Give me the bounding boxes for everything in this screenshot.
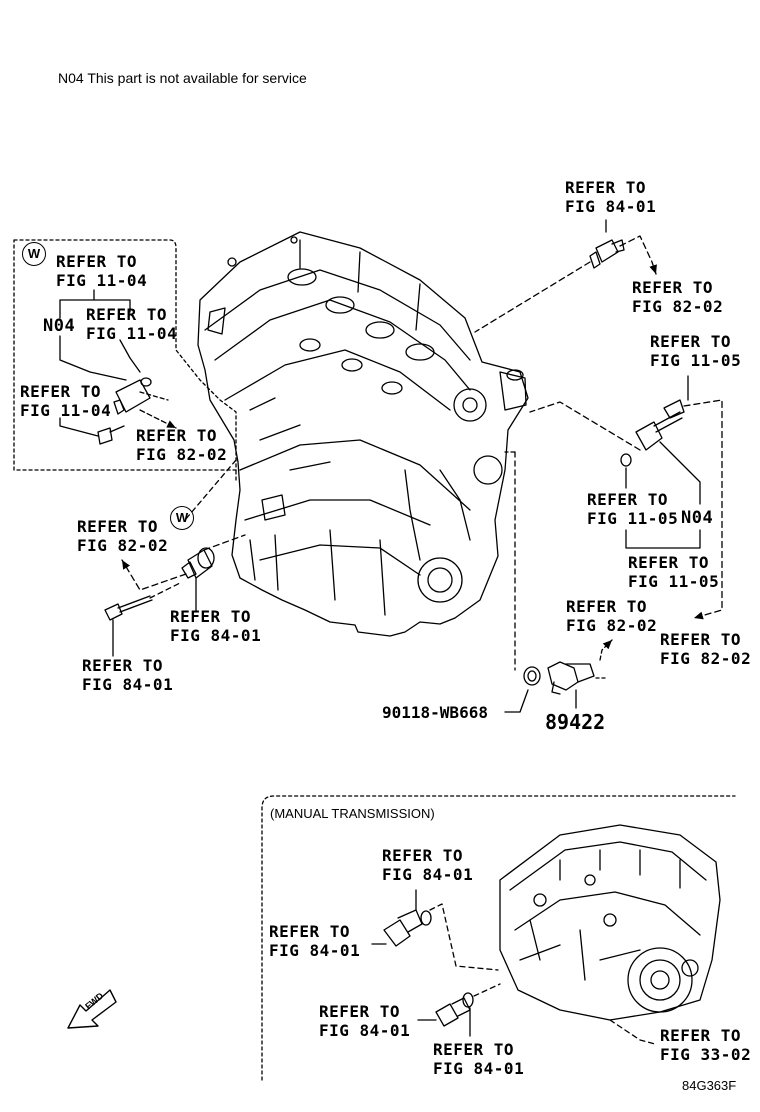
diagram-code: 84G363F: [682, 1078, 737, 1093]
w-symbol-icon: W: [22, 242, 46, 266]
callout-prefix: REFER TO: [382, 846, 464, 865]
callout-right-11-05-low[interactable]: REFER TO FIG 11-05: [628, 553, 719, 591]
callout-prefix: REFER TO: [433, 1040, 515, 1059]
callout-fig: FIG 11-04: [20, 401, 112, 420]
mt-backup-lamp-switch: [435, 992, 474, 1027]
callout-left-82-02-mid[interactable]: REFER TO FIG 82-02: [77, 517, 168, 555]
callout-mt-84-01-top[interactable]: REFER TO FIG 84-01: [382, 846, 473, 884]
callout-prefix: REFER TO: [86, 305, 168, 324]
callout-fig: FIG 82-02: [77, 536, 169, 555]
callout-fig: FIG 84-01: [565, 197, 657, 216]
callout-right-11-05-top[interactable]: REFER TO FIG 11-05: [650, 332, 741, 370]
w-symbol-icon: W: [170, 506, 194, 530]
callout-prefix: REFER TO: [650, 332, 732, 351]
callout-prefix: REFER TO: [628, 553, 710, 572]
manual-transmission-case: [499, 824, 721, 1045]
callout-prefix: REFER TO: [269, 922, 351, 941]
n04-label-right: N04: [681, 508, 714, 528]
callout-fig: FIG 84-01: [382, 865, 474, 884]
callout-prefix: REFER TO: [566, 597, 648, 616]
callout-mt-84-01-bottom-center[interactable]: REFER TO FIG 84-01: [433, 1040, 524, 1078]
callout-center-84-01[interactable]: REFER TO FIG 84-01: [170, 607, 261, 645]
callout-fig: FIG 84-01: [170, 626, 262, 645]
callout-fig: FIG 82-02: [136, 445, 228, 464]
callout-prefix: REFER TO: [660, 630, 742, 649]
callout-fig: FIG 11-05: [650, 351, 742, 370]
oil-pressure-sensor-89422: [523, 661, 595, 695]
manual-transmission-title: (MANUAL TRANSMISSION): [270, 806, 435, 821]
left-bolt: [104, 595, 153, 621]
left-knock-sensor: [181, 547, 215, 579]
callout-prefix: REFER TO: [20, 382, 102, 401]
callout-fig: FIG 84-01: [269, 941, 361, 960]
engine-assembly-drawing: [197, 231, 529, 637]
callout-mt-84-01-bottom-left[interactable]: REFER TO FIG 84-01: [319, 1002, 410, 1040]
callout-prefix: REFER TO: [77, 517, 159, 536]
callout-left-11-04-mid[interactable]: REFER TO FIG 11-04: [86, 305, 177, 343]
callout-center-82-02-low[interactable]: REFER TO FIG 82-02: [566, 597, 657, 635]
callout-fig: FIG 11-04: [56, 271, 148, 290]
fwd-arrow-icon: [67, 989, 117, 1029]
callout-prefix: REFER TO: [136, 426, 218, 445]
callout-fig: FIG 84-01: [433, 1059, 525, 1078]
callout-fig: FIG 11-05: [628, 572, 720, 591]
callout-fig: FIG 84-01: [319, 1021, 411, 1040]
callout-fig: FIG 82-02: [566, 616, 658, 635]
callout-fig: FIG 84-01: [82, 675, 174, 694]
callout-mt-84-01-left[interactable]: REFER TO FIG 84-01: [269, 922, 360, 960]
callout-top-84-01[interactable]: REFER TO FIG 84-01: [565, 178, 656, 216]
callout-prefix: REFER TO: [82, 656, 164, 675]
crank-angle-sensor: [620, 399, 685, 467]
callout-fig: FIG 11-04: [86, 324, 178, 343]
oil-pressure-switch-top: [589, 239, 625, 269]
callout-prefix: REFER TO: [319, 1002, 401, 1021]
n04-label-left: N04: [43, 316, 76, 336]
callout-prefix: REFER TO: [56, 252, 138, 271]
part-number-washer[interactable]: 90118-WB668: [382, 703, 488, 722]
header-note: N04 This part is not available for servi…: [58, 70, 307, 86]
callout-right-11-05-mid[interactable]: REFER TO FIG 11-05: [587, 490, 678, 528]
callout-left-84-01-low[interactable]: REFER TO FIG 84-01: [82, 656, 173, 694]
callout-prefix: REFER TO: [565, 178, 647, 197]
callout-left-11-04-left[interactable]: REFER TO FIG 11-04: [20, 382, 111, 420]
callout-fig: FIG 82-02: [660, 649, 752, 668]
callout-prefix: REFER TO: [170, 607, 252, 626]
callout-fig: FIG 33-02: [660, 1045, 752, 1064]
callout-fig: FIG 82-02: [632, 297, 724, 316]
callout-prefix: REFER TO: [632, 278, 714, 297]
part-number-sensor[interactable]: 89422: [545, 710, 606, 734]
callout-right-82-02-low[interactable]: REFER TO FIG 82-02: [660, 630, 751, 668]
mt-neutral-switch: [383, 909, 432, 947]
callout-left-82-02-box[interactable]: REFER TO FIG 82-02: [136, 426, 227, 464]
callout-right-82-02-upper[interactable]: REFER TO FIG 82-02: [632, 278, 723, 316]
callout-mt-33-02[interactable]: REFER TO FIG 33-02: [660, 1026, 751, 1064]
callout-fig: FIG 11-05: [587, 509, 679, 528]
callout-prefix: REFER TO: [587, 490, 669, 509]
callout-prefix: REFER TO: [660, 1026, 742, 1045]
callout-left-11-04-top[interactable]: REFER TO FIG 11-04: [56, 252, 147, 290]
